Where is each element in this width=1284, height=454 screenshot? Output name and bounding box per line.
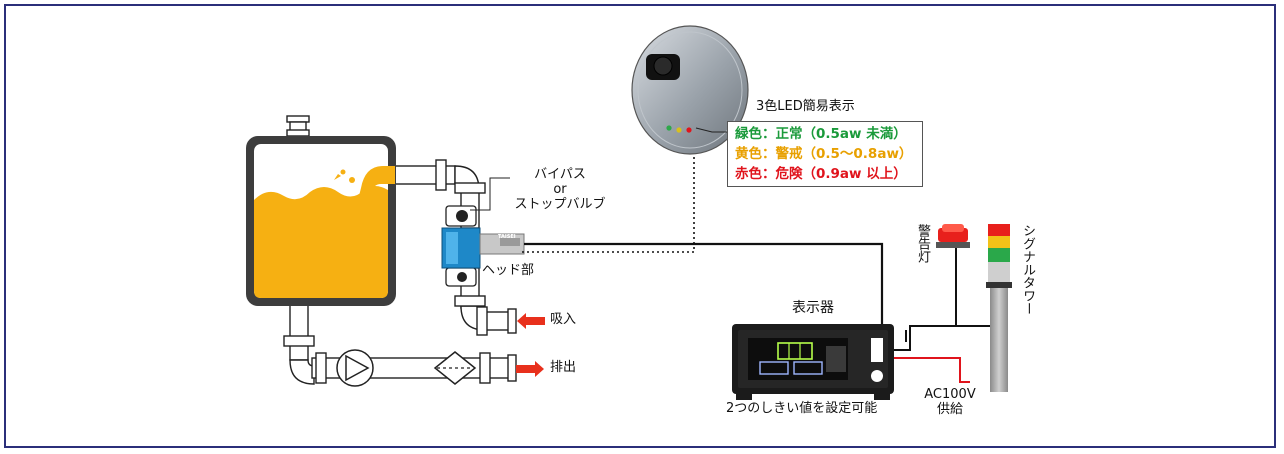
head-brand-text: TAISEI xyxy=(498,234,516,240)
pipe-flanges xyxy=(283,115,517,384)
tank xyxy=(246,136,396,306)
warning-lamp-label: 警告灯 xyxy=(915,224,930,263)
bypass-valve xyxy=(445,205,477,287)
display-label: 表示器 xyxy=(792,300,834,316)
led-probe-photo xyxy=(631,25,749,155)
bypass-label-line3: ストップバルブ xyxy=(514,196,606,212)
bypass-label-line2: or xyxy=(553,181,567,197)
threshold-label: 2つのしきい値を設定可能 xyxy=(726,401,878,416)
signal-tower-label: シグナルタワー xyxy=(1020,224,1035,315)
power-label-line1: AC100V xyxy=(924,387,976,402)
power-label: AC100V 供給 xyxy=(920,387,980,418)
filter-icon xyxy=(433,351,477,385)
power-label-line2: 供給 xyxy=(936,401,963,417)
pump-icon xyxy=(336,349,374,387)
led-row-green: 緑色：正常（0.5aw 未満） xyxy=(735,126,907,142)
bypass-label: バイパス or ストップバルブ xyxy=(512,167,608,213)
display-unit xyxy=(732,324,894,400)
led-row-red: 赤色：危険（0.9aw 以上） xyxy=(735,166,907,182)
sensor-head xyxy=(441,227,525,269)
intake-label: 吸入 xyxy=(550,312,577,327)
head-label: ヘッド部 xyxy=(482,263,535,278)
leader-lines xyxy=(470,177,510,211)
led-row-yellow: 黄色：警戒（0.5～0.8aw） xyxy=(735,146,913,162)
output-cables xyxy=(894,246,997,383)
discharge-label: 排出 xyxy=(550,360,577,375)
bypass-label-line1: バイパス xyxy=(534,167,586,182)
led-legend-title: 3色LED簡易表示 xyxy=(756,99,855,114)
warning-lamp-icon xyxy=(936,224,970,248)
flow-arrows xyxy=(516,313,545,377)
led-legend-box: 緑色：正常（0.5aw 未満） 黄色：警戒（0.5～0.8aw） 赤色：危険（0… xyxy=(727,121,923,187)
sensor-cable xyxy=(522,110,884,330)
signal-tower-icon xyxy=(986,224,1012,392)
